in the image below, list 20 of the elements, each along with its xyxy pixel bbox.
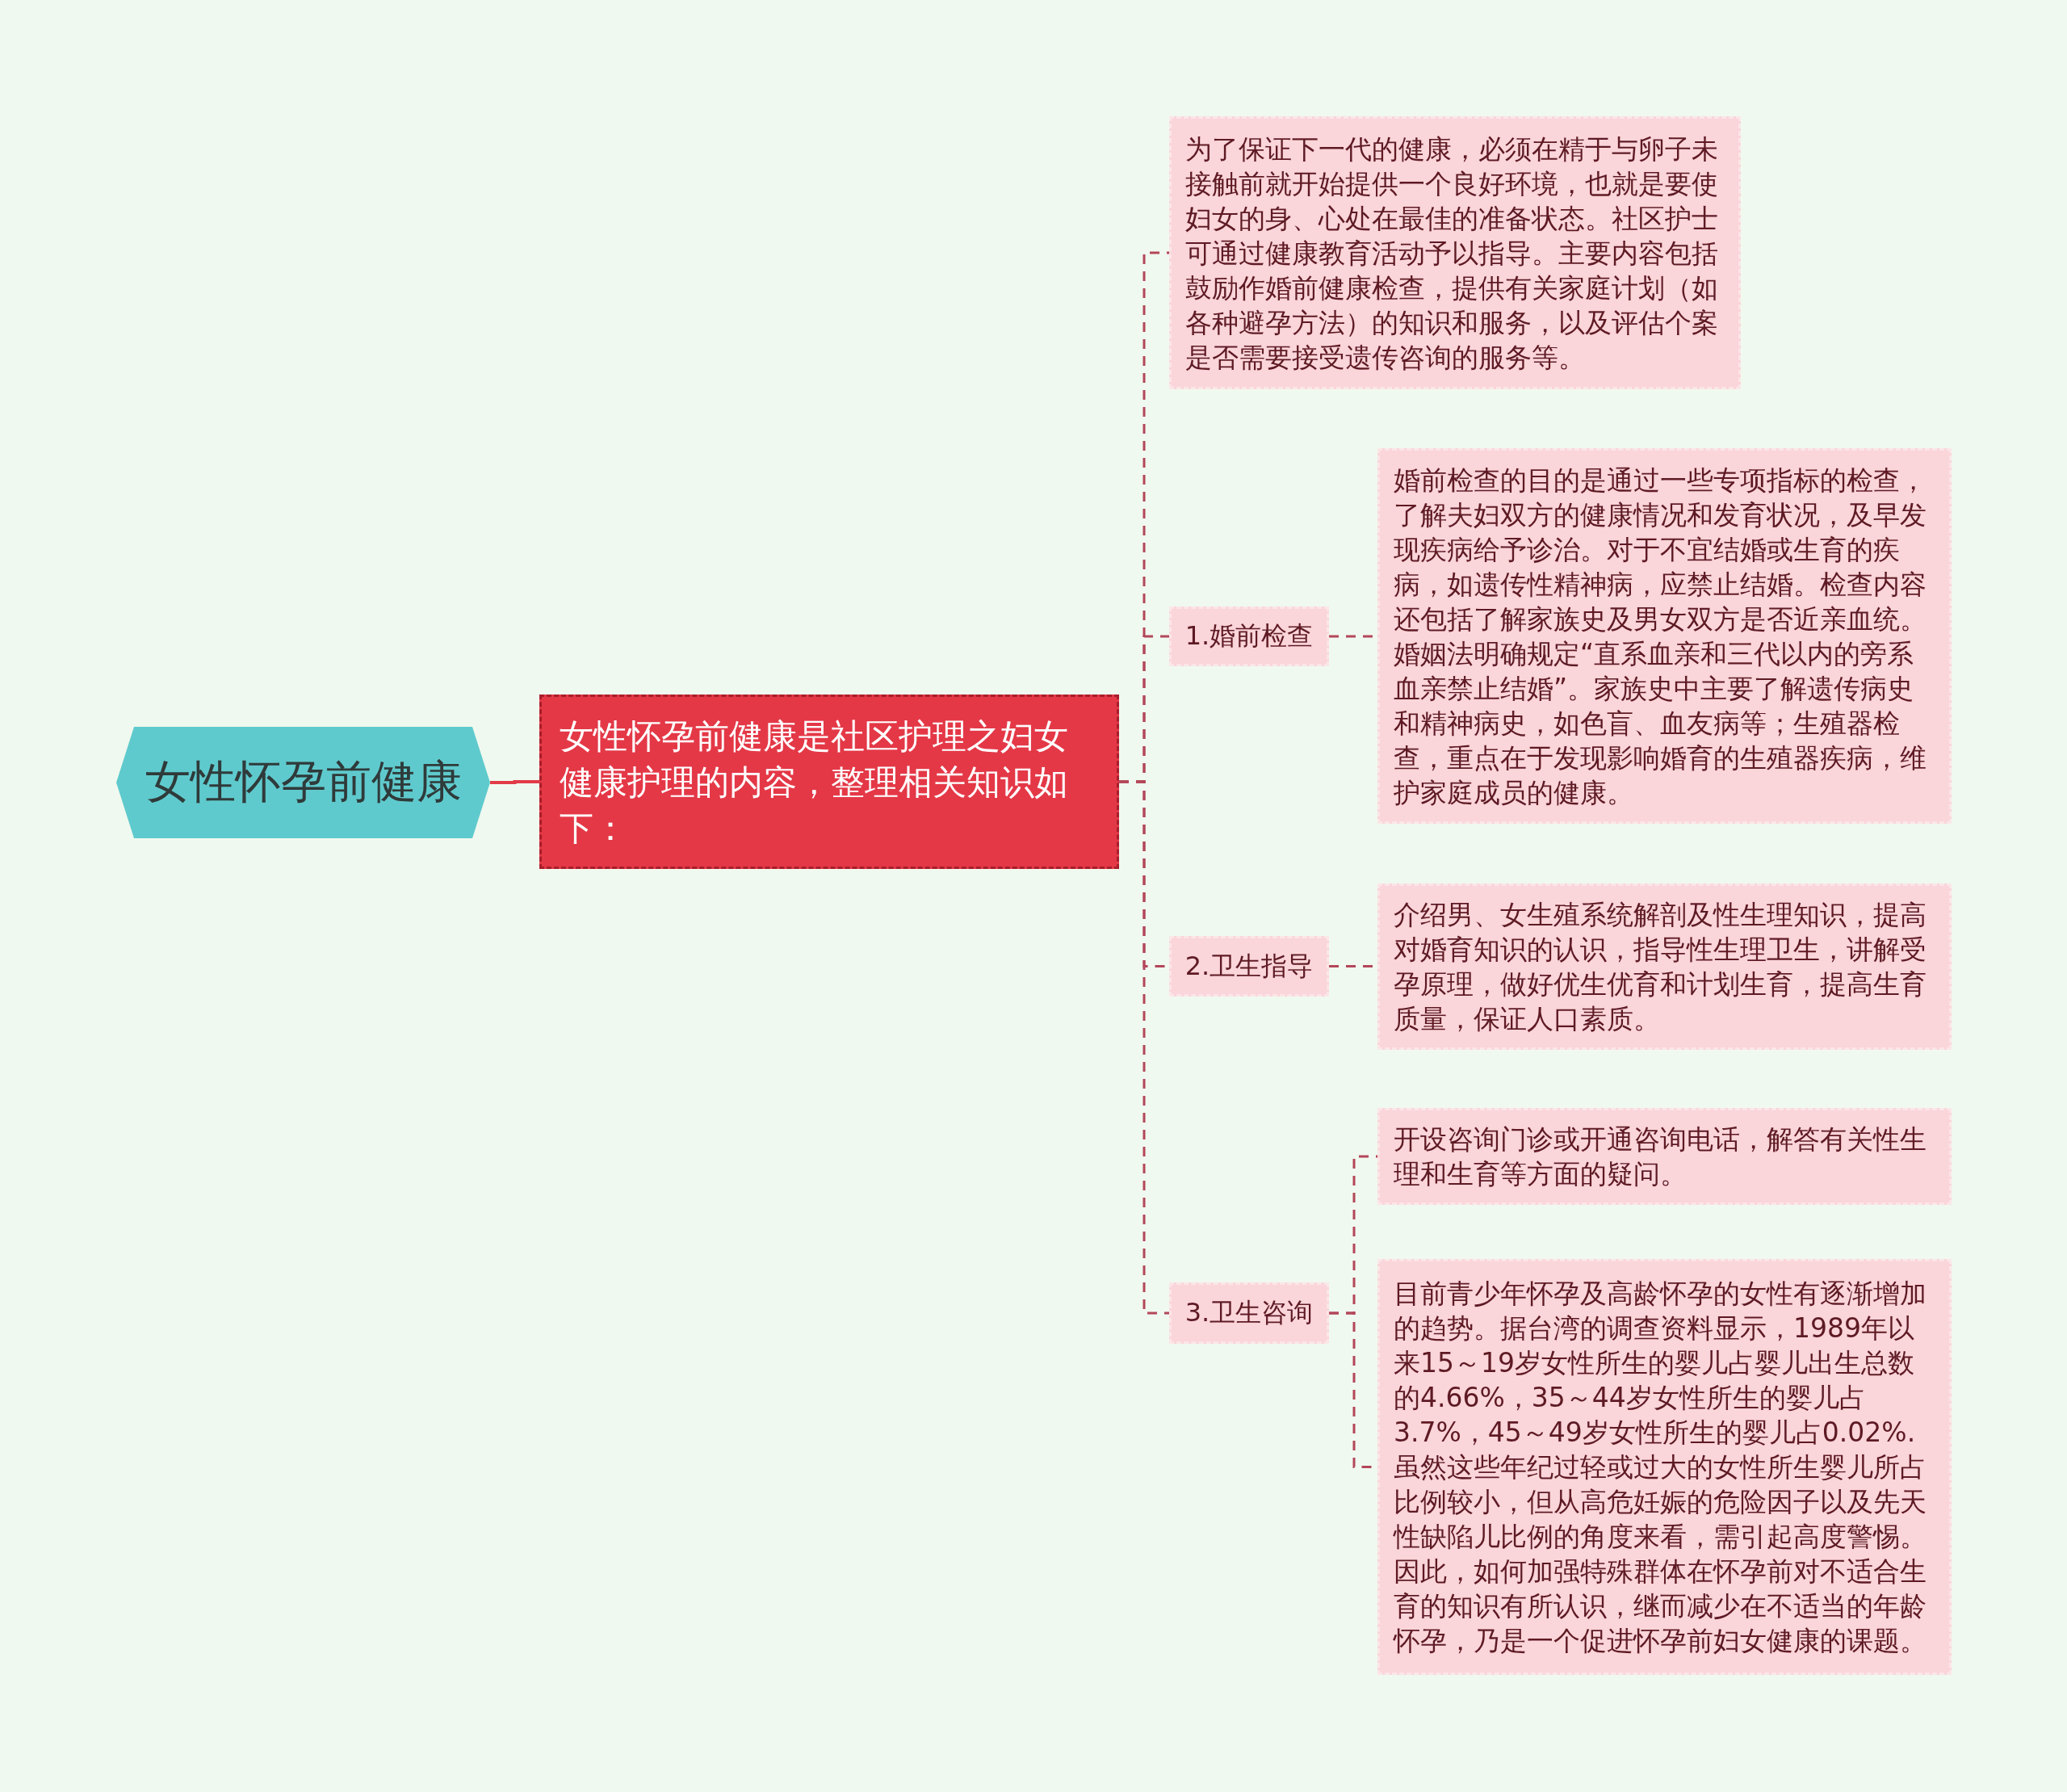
note-box — [1169, 116, 1741, 389]
note-text: 为了保证下一代的健康，必须在精于与卵子未接触前就开始提供一个良好环境，也就是要使妇女的身、心处在最佳的准备状态。社区护士可通过健康教育活动予以指导。主要内容包括鼓励作婚前健康检查，提供有关家庭计划（如各种避孕方法）的知识和服务，以及评估个案是否需要接受遗传咨询的服务等。 — [1185, 132, 1719, 375]
subtopic-box — [1169, 1282, 1329, 1344]
subtopic-box — [1169, 606, 1329, 666]
note-box — [1377, 1108, 1952, 1205]
subtopic-label: 1.婚前检查 — [1184, 619, 1314, 653]
summary-box — [539, 695, 1119, 869]
topic-hexagon — [116, 727, 490, 838]
subtopic-box — [1169, 936, 1329, 997]
note-text: 开设咨询门诊或开通咨询电话，解答有关性生理和生育等方面的疑问。 — [1394, 1123, 1927, 1191]
note-box — [1377, 883, 1952, 1050]
summary-text: 女性怀孕前健康是社区护理之妇女健康护理的内容，整理相关知识如下： — [560, 715, 1069, 850]
subtopic-label: 2.卫生指导 — [1184, 949, 1314, 983]
subtopic-label: 3.卫生咨询 — [1184, 1296, 1314, 1329]
note-text: 目前青少年怀孕及高龄怀孕的女性有逐渐增加的趋势。据台湾的调查资料显示，1989年以来15～19岁女性所生的婴儿占婴儿出生总数的4.66%，35～44岁女性所生的婴儿占3.7%，45～49岁女性所生的婴儿占0.02%.虽然这些年纪过轻或过大的女性所生婴儿所占比例较小，但从高危妊娠的危险因子以及先天性缺陷儿比例的角度来看，需引起高度警惕。因此，如何加强特殊群体在怀孕前对不适合生育的知识有所认识，继而减少在不适当的年龄怀孕，乃是一个促进怀孕前妇女健康的课题。 — [1394, 1277, 1927, 1658]
note-text: 婚前检查的目的是通过一些专项指标的检查，了解夫妇双方的健康情况和发育状况，及早发现疾病给予诊治。对于不宜结婚或生育的疾病，如遗传性精神病，应禁止结婚。检查内容还包括了解家族史及男女双方是否近亲血统。婚姻法明确规定“直系血亲和三代以内的旁系血亲禁止结婚”。家族史中主要了解遗传病史和精神病史，如色盲、血友病等；生殖器检查，重点在于发现影响婚育的生殖器疾病，维护家庭成员的健康。 — [1394, 463, 1927, 810]
connector-line — [1119, 780, 1169, 1315]
note-text: 介绍男、女生殖系统解剖及性生理知识，提高对婚育知识的认识，指导性生理卫生，讲解受孕原理，做好优生优育和计划生育，提高生育质量，保证人口素质。 — [1394, 898, 1927, 1036]
topic-title: 女性怀孕前健康 — [145, 754, 462, 809]
connector-line — [490, 780, 539, 784]
